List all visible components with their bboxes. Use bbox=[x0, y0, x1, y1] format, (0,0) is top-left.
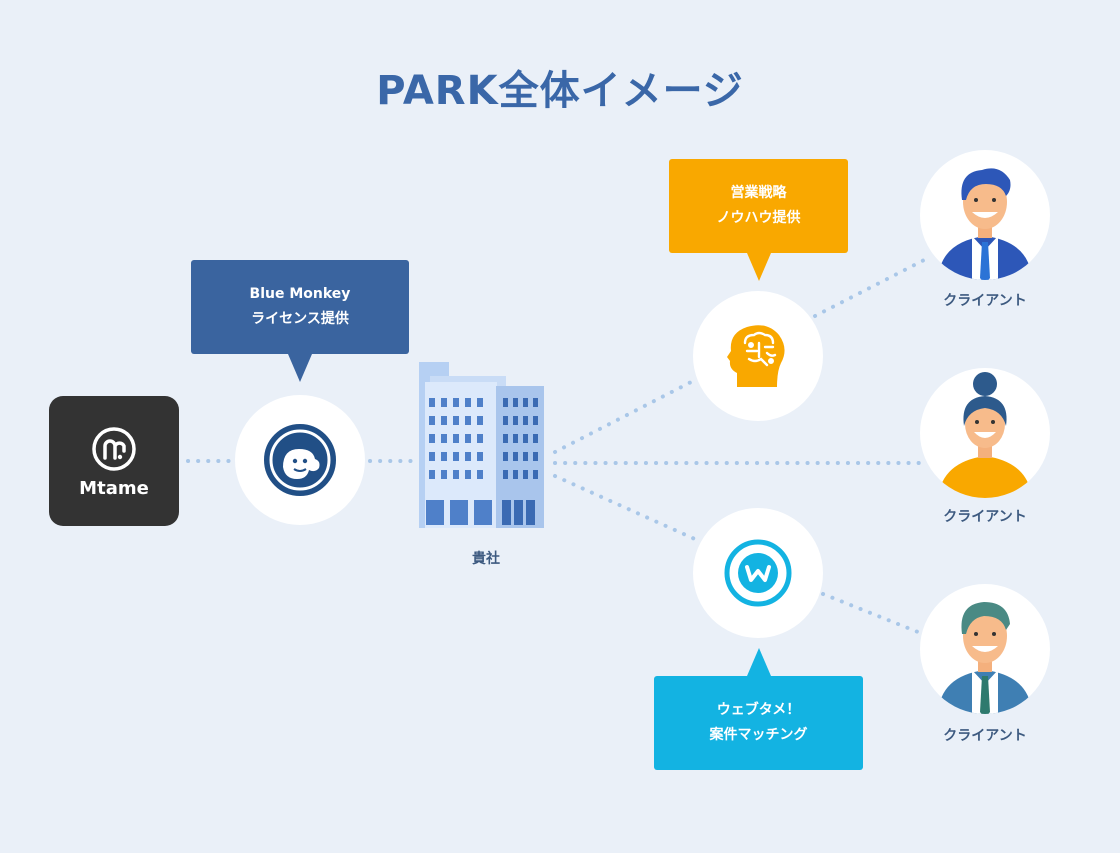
blue-monkey-bubble: Blue Monkey ライセンス提供 bbox=[191, 260, 409, 354]
webtame-line2: 案件マッチング bbox=[709, 727, 808, 743]
businessman-blue-icon bbox=[938, 168, 1032, 280]
connector-sales-client1 bbox=[813, 256, 930, 318]
webtame-logo-icon bbox=[724, 539, 792, 607]
mtame-logo-text: Mtame bbox=[79, 477, 149, 499]
blue-monkey-line1: Blue Monkey bbox=[249, 286, 351, 302]
webtame-circle bbox=[693, 508, 823, 638]
connector-company-webtame bbox=[553, 474, 699, 542]
company-label: 貴社 bbox=[472, 551, 500, 567]
page-title: PARK全体イメージ bbox=[376, 68, 744, 114]
client-avatar-3 bbox=[920, 584, 1050, 714]
blue-monkey-circle bbox=[235, 395, 365, 525]
businessman-teal-icon bbox=[938, 602, 1032, 714]
sales-bubble: 営業戦略 ノウハウ提供 bbox=[669, 159, 848, 253]
mtame-logo-box: Mtame bbox=[49, 396, 179, 526]
client-label-2: クライアント bbox=[943, 509, 1027, 525]
client-avatar-1 bbox=[920, 150, 1050, 280]
mtame-logo-icon bbox=[92, 426, 136, 471]
connector-company-sales bbox=[553, 378, 697, 454]
sales-line1: 営業戦略 bbox=[730, 185, 787, 201]
company-building bbox=[416, 360, 546, 530]
client-avatar-2 bbox=[920, 368, 1050, 498]
webtame-bubble: ウェブタメ！ 案件マッチング bbox=[654, 676, 863, 770]
client-label-1: クライアント bbox=[943, 293, 1027, 309]
monkey-icon bbox=[264, 424, 336, 496]
client-label-3: クライアント bbox=[943, 728, 1027, 744]
blue-monkey-line2: ライセンス提供 bbox=[251, 311, 349, 327]
webtame-line1: ウェブタメ！ bbox=[716, 702, 801, 718]
brain-head-icon bbox=[727, 325, 785, 387]
sales-circle bbox=[693, 291, 823, 421]
connector-webtame-client3 bbox=[821, 592, 920, 634]
building-icon bbox=[419, 362, 544, 528]
sales-line2: ノウハウ提供 bbox=[716, 210, 801, 226]
businesswoman-yellow-icon bbox=[938, 372, 1032, 498]
